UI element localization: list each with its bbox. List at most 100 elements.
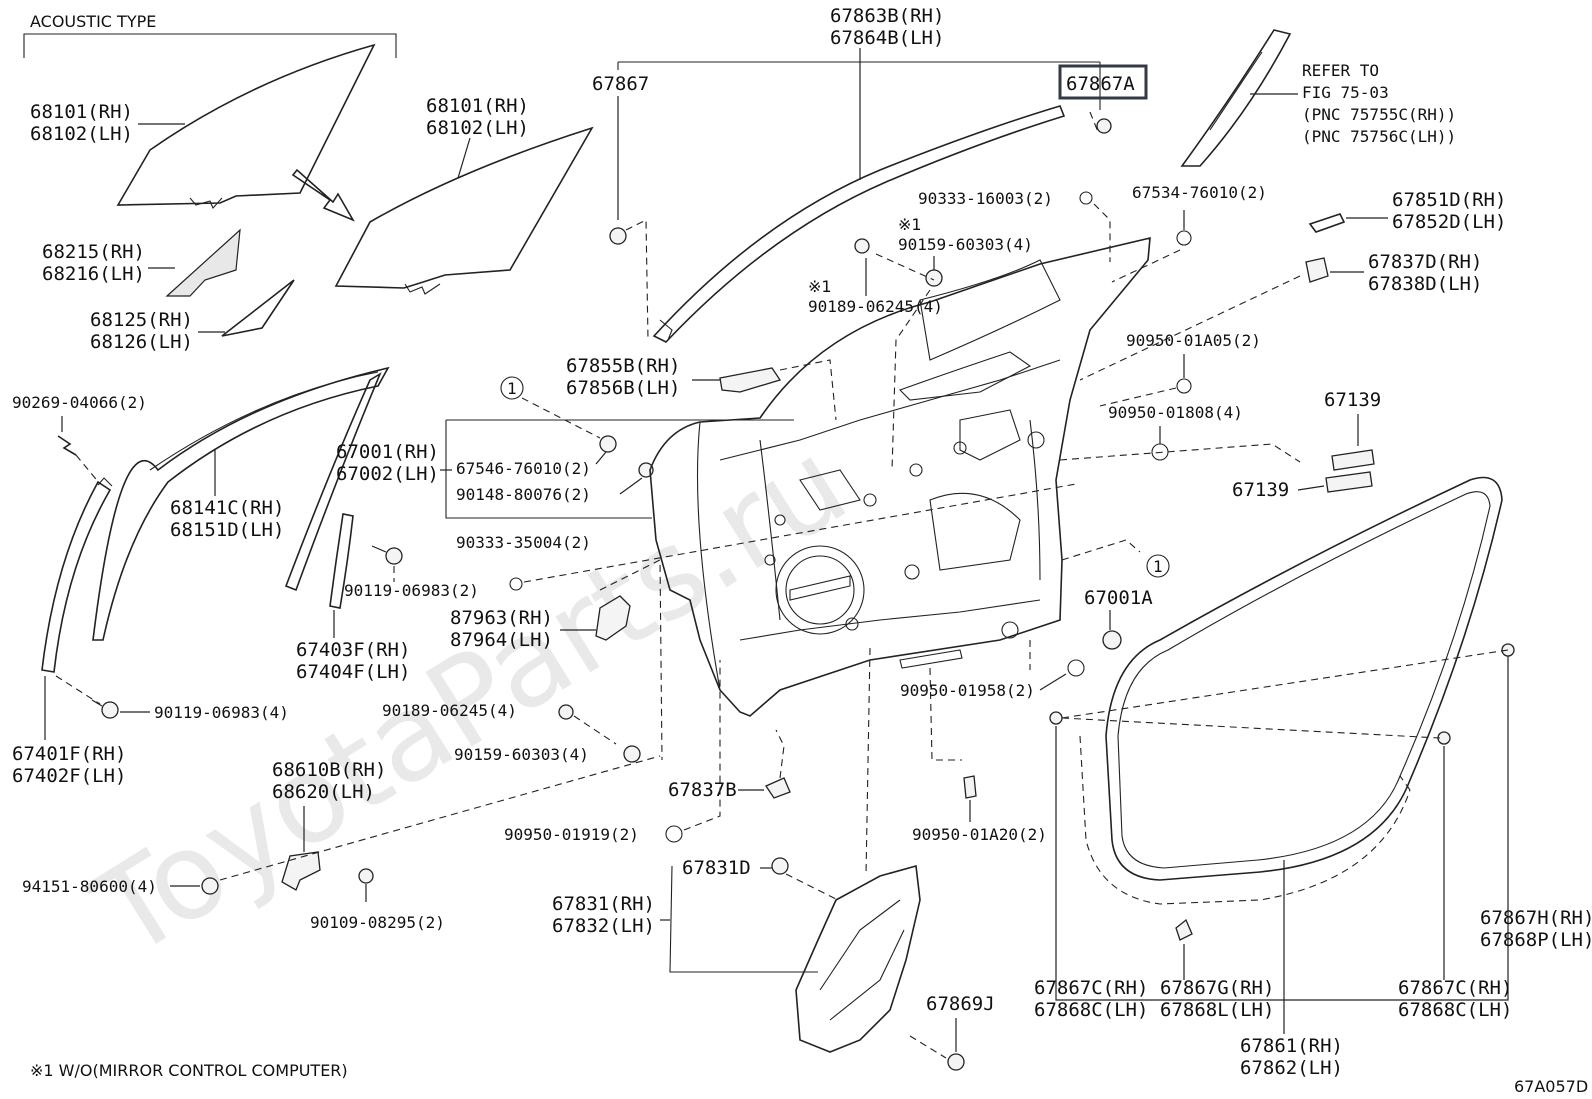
bracket-67001 — [445, 420, 652, 519]
dash-weatherstrip-clips — [1061, 717, 1441, 739]
dash-90189b — [573, 715, 617, 745]
label-68101-acoustic: 68101(RH) 68102(LH) — [30, 101, 133, 145]
label-67831d: 67831D — [682, 857, 751, 879]
label-67867: 67867 — [592, 73, 649, 95]
leader-67546 — [595, 451, 607, 465]
dash-90159a — [891, 289, 931, 471]
note-mark-a: ※1 — [898, 215, 922, 234]
glass-run-rear — [284, 372, 382, 592]
label-90950-1919: 90950-01919(2) — [504, 825, 639, 844]
label-90119-a: 90119-06983(2) — [344, 581, 479, 600]
label-90950-1958: 90950-01958(2) — [900, 681, 1035, 700]
label-90950-1808: 90950-01808(4) — [1108, 403, 1243, 422]
svg-text:67852D(LH): 67852D(LH) — [1392, 211, 1506, 233]
label-67139-a: 67139 — [1324, 389, 1381, 411]
dash-90269 — [75, 454, 101, 485]
clip-67837d — [1305, 257, 1329, 283]
clip-67534 — [1176, 230, 1192, 246]
svg-text:67868C(LH): 67868C(LH) — [1398, 999, 1512, 1021]
label-90950-1a05: 90950-01A05(2) — [1126, 331, 1261, 350]
footnote: ※1 W/O(MIRROR CONTROL COMPUTER) — [30, 1061, 348, 1080]
handle-frame — [719, 367, 782, 393]
pillar-garnish — [1180, 29, 1292, 167]
label-67546: 67546-76010(2) — [456, 459, 591, 478]
label-67861: 67861(RH) 67862(LH) — [1240, 1035, 1343, 1079]
svg-text:67868L(LH): 67868L(LH) — [1160, 999, 1274, 1021]
svg-text:67403F(RH): 67403F(RH) — [296, 639, 410, 661]
dash-67837d — [1079, 275, 1301, 381]
glass-clip-b — [404, 283, 441, 295]
svg-text:67837D(RH): 67837D(RH) — [1368, 251, 1482, 273]
label-67867c-left: 67867C(RH) 67868C(LH) — [1034, 977, 1148, 1021]
clip-67869j — [947, 1053, 965, 1071]
svg-text:68102(LH): 68102(LH) — [30, 123, 133, 145]
label-67867a: 67867A — [1066, 73, 1135, 95]
svg-text:68125(RH): 68125(RH) — [90, 309, 193, 331]
label-67863: 67863B(RH) 67864B(LH) — [830, 5, 944, 49]
label-68101: 68101(RH) 68102(LH) — [426, 95, 529, 139]
door-frame-molding — [652, 105, 1066, 343]
bolt-90119-b — [91, 699, 119, 719]
reference-circle-1-label: 1 — [507, 379, 517, 398]
glass-clip-a — [189, 197, 223, 210]
svg-text:67831(RH): 67831(RH) — [552, 893, 655, 915]
dash-67534 — [1111, 249, 1181, 283]
svg-text:67862(LH): 67862(LH) — [1240, 1057, 1343, 1079]
hinge — [281, 851, 321, 891]
door-weatherstrip — [1105, 476, 1503, 881]
label-67001a: 67001A — [1084, 587, 1153, 609]
dash-90950-1a20 — [929, 667, 962, 761]
label-87963: 87963(RH) 87964(LH) — [450, 607, 553, 651]
dash-hinge-line — [219, 755, 661, 881]
clip-90189a — [854, 238, 870, 254]
dash-67831d — [785, 873, 839, 901]
bracket-weatherstrip-clips — [1055, 656, 1509, 1001]
svg-text:68620(LH): 68620(LH) — [272, 781, 375, 803]
svg-text:FIG 75-03: FIG 75-03 — [1302, 83, 1389, 102]
label-90333b: 90333-35004(2) — [456, 533, 591, 552]
front-channel — [41, 480, 112, 673]
svg-text:67868C(LH): 67868C(LH) — [1034, 999, 1148, 1021]
label-67837b: 67837B — [668, 779, 737, 801]
clip-67867h — [1501, 643, 1515, 657]
dash-90950-1919 — [683, 660, 721, 831]
svg-text:67863B(RH): 67863B(RH) — [830, 5, 944, 27]
leader-90950-1958 — [1039, 673, 1067, 691]
label-67401: 67401F(RH) 67402F(LH) — [12, 743, 126, 787]
rear-channel — [329, 513, 354, 609]
svg-text:67404F(LH): 67404F(LH) — [296, 661, 410, 683]
clip-67546 — [599, 435, 617, 453]
quarter-glass — [221, 279, 295, 337]
label-68141: 68141C(RH) 68151D(LH) — [170, 497, 284, 541]
svg-text:67861(RH): 67861(RH) — [1240, 1035, 1343, 1057]
plug-90950-1919 — [665, 825, 683, 843]
svg-text:68101(RH): 68101(RH) — [426, 95, 529, 117]
label-67534: 67534-76010(2) — [1132, 183, 1267, 202]
label-67851: 67851D(RH) 67852D(LH) — [1392, 189, 1506, 233]
label-68610: 68610B(RH) 68620(LH) — [272, 759, 386, 803]
label-67867h: 67867H(RH) 67868P(LH) — [1480, 907, 1592, 951]
svg-text:67401F(RH): 67401F(RH) — [12, 743, 126, 765]
label-90119-b: 90119-06983(4) — [154, 703, 289, 722]
dash-90119-b — [55, 675, 101, 705]
clip-67001a — [1102, 630, 1122, 650]
door-lower-frame-ribs — [819, 899, 905, 1021]
label-67831: 67831(RH) 67832(LH) — [552, 893, 655, 937]
leader-90148 — [619, 477, 643, 495]
door-glass-acoustic — [116, 43, 376, 206]
dash-90333b — [523, 483, 1077, 583]
svg-text:REFER TO: REFER TO — [1302, 61, 1379, 80]
door-inner-panel — [649, 236, 1151, 717]
svg-text:67867H(RH): 67867H(RH) — [1480, 907, 1592, 929]
arrow-icon — [291, 168, 355, 222]
label-90148: 90148-80076(2) — [456, 485, 591, 504]
svg-text:67867C(RH): 67867C(RH) — [1398, 977, 1512, 999]
svg-text:68610B(RH): 68610B(RH) — [272, 759, 386, 781]
channel-top — [97, 477, 113, 487]
svg-text:67867C(RH): 67867C(RH) — [1034, 977, 1148, 999]
label-90109: 90109-08295(2) — [310, 913, 445, 932]
plug-90950-1958 — [1067, 659, 1085, 677]
dash-67837b — [775, 729, 785, 779]
clip-90189b — [558, 704, 574, 720]
